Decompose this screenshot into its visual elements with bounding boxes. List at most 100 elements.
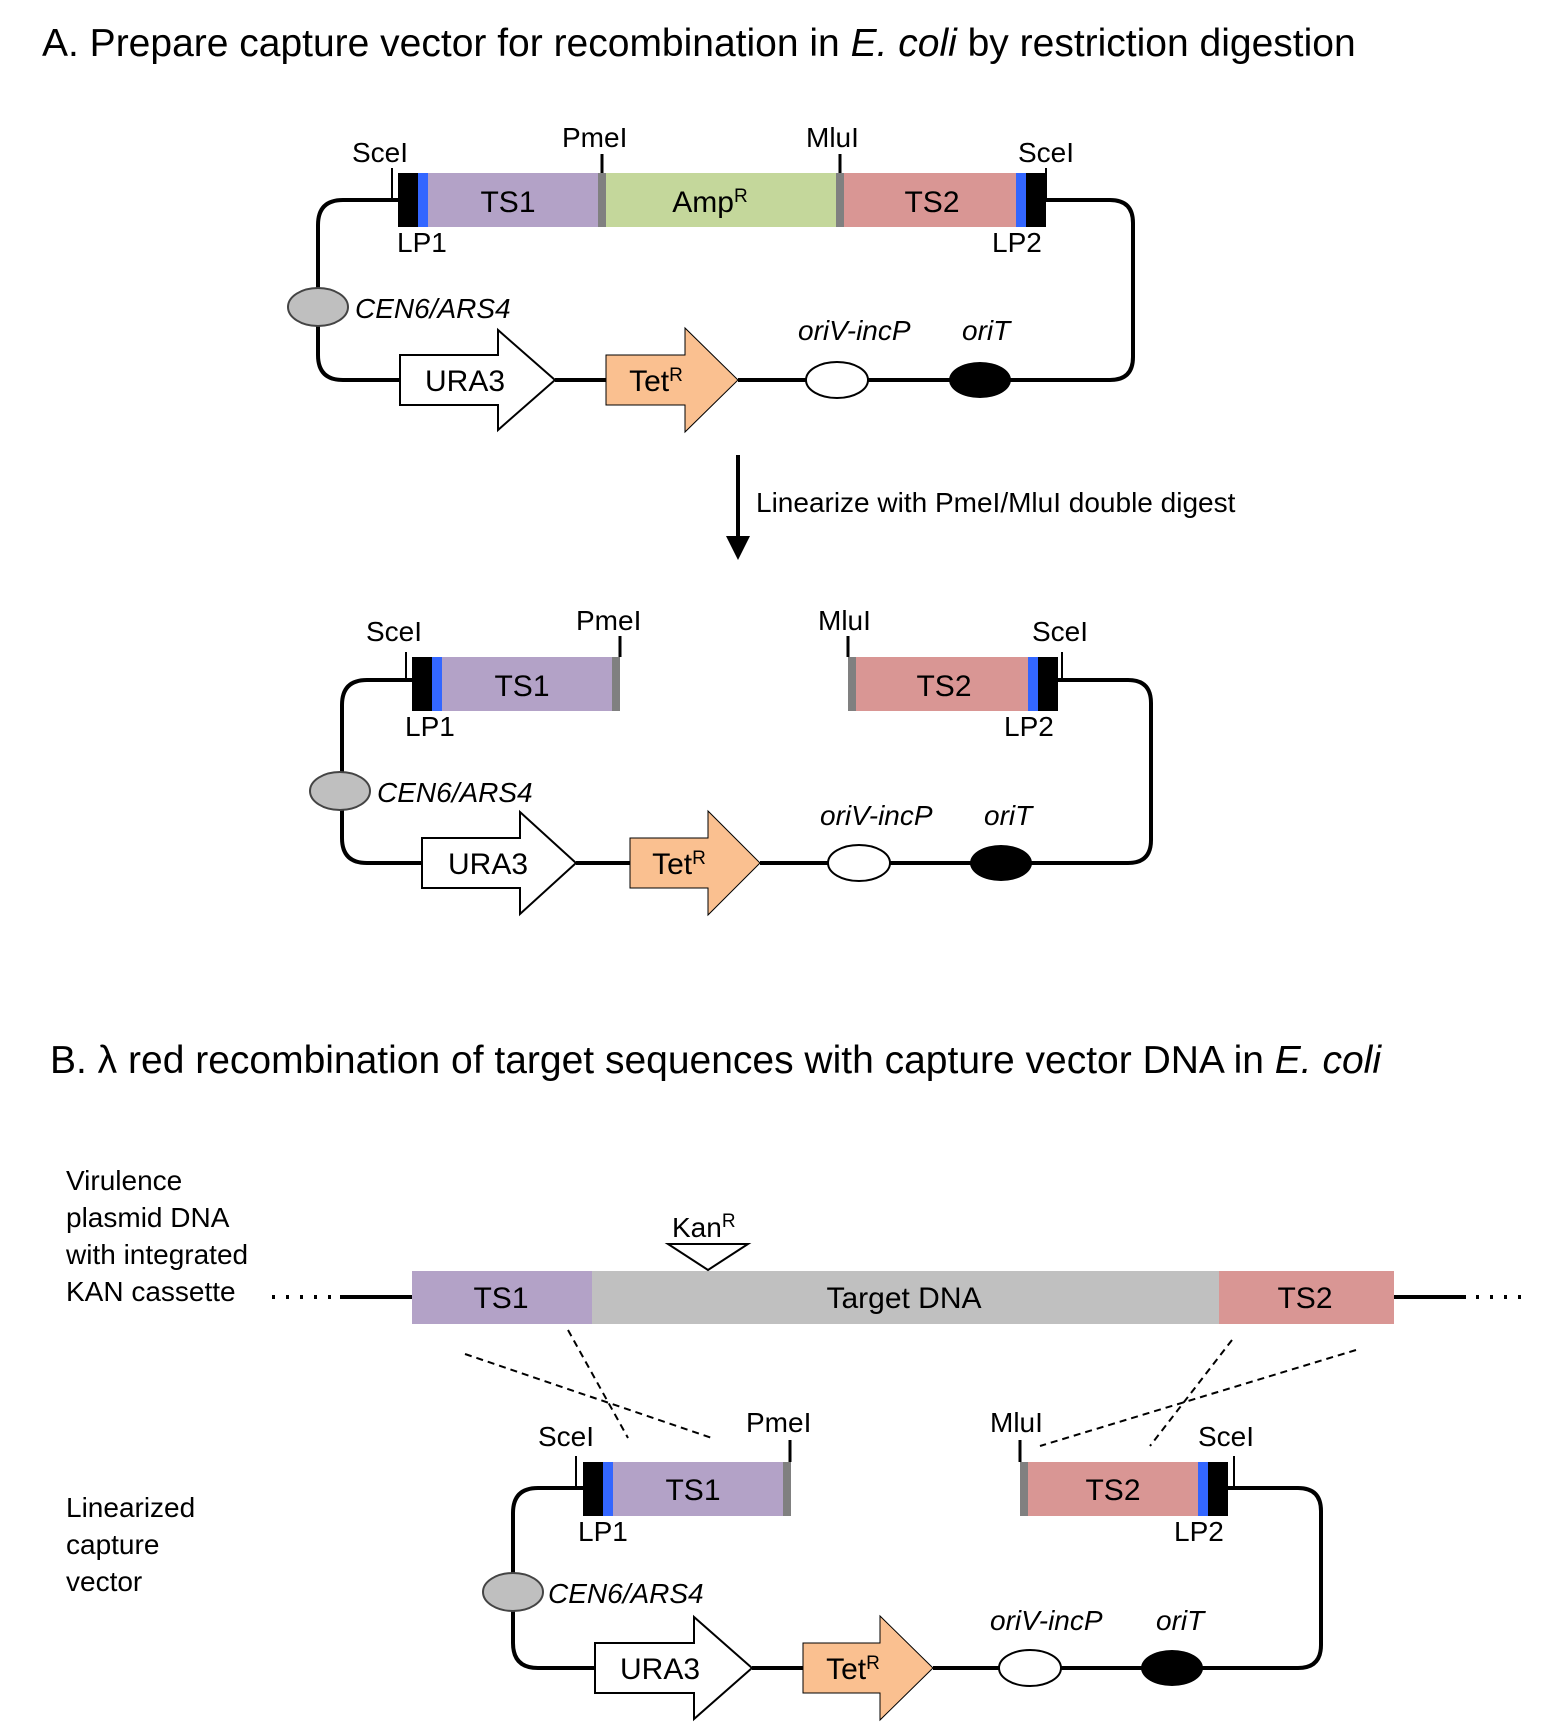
mlui-label: MluI bbox=[990, 1407, 1043, 1438]
target-dna-segment bbox=[592, 1271, 1219, 1324]
lp1-black-block bbox=[412, 657, 432, 711]
tetr-arrow bbox=[605, 326, 739, 434]
scei-right-label: SceI bbox=[1018, 137, 1074, 168]
lp2-blue-block bbox=[1016, 173, 1026, 227]
lp1-label: LP1 bbox=[405, 711, 455, 742]
lp2-black-block bbox=[1208, 1462, 1228, 1516]
ts1-label: TS1 bbox=[665, 1474, 720, 1507]
pmei-end-mark bbox=[783, 1462, 791, 1516]
ts2-segment bbox=[1028, 1462, 1198, 1516]
cen6-ars4-marker bbox=[287, 287, 349, 327]
digest-step: Linearize with PmeI/MluI double digest bbox=[726, 455, 1236, 560]
pmei-cut-mark bbox=[598, 173, 606, 227]
crossover-line-ts2-b bbox=[1149, 1339, 1233, 1447]
ts1-segment bbox=[613, 1462, 783, 1516]
cen6-ars4-marker bbox=[309, 771, 371, 811]
mlui-end-mark bbox=[1020, 1462, 1028, 1516]
ts2-label: TS2 bbox=[1277, 1282, 1332, 1315]
lp2-label: LP2 bbox=[1174, 1516, 1224, 1547]
scei-left-label: SceI bbox=[538, 1421, 594, 1452]
tetr-label: TetR bbox=[629, 365, 683, 398]
mlui-label: MluI bbox=[818, 605, 871, 636]
cen6-ars4-marker bbox=[482, 1572, 544, 1612]
orit-label: oriT bbox=[984, 800, 1034, 831]
lp2-label: LP2 bbox=[992, 227, 1042, 258]
lp2-blue-block bbox=[1028, 657, 1038, 711]
scei-left-label: SceI bbox=[352, 137, 408, 168]
linearized-vector-a: SceI PmeI MluI SceI TS1 TS2 LP1 LP2 CEN6… bbox=[309, 605, 1153, 917]
mlui-end-mark bbox=[848, 657, 856, 711]
ura3-label: URA3 bbox=[448, 848, 528, 881]
intact-capture-vector: SceI PmeI MluI SceI TS1 AmpR TS2 LP1 LP2… bbox=[287, 122, 1135, 434]
target-dna-label: Target DNA bbox=[826, 1282, 981, 1315]
ura3-arrow bbox=[421, 809, 578, 917]
cen6-ars4-label: CEN6/ARS4 bbox=[355, 293, 511, 324]
virulence-label: Virulence plasmid DNA with integrated KA… bbox=[65, 1165, 256, 1307]
lp1-blue-block bbox=[418, 173, 428, 227]
lp1-label: LP1 bbox=[578, 1516, 628, 1547]
lp2-label: LP2 bbox=[1004, 711, 1054, 742]
lp1-blue-block bbox=[603, 1462, 613, 1516]
orit-marker bbox=[1141, 1650, 1203, 1686]
tetr-label: TetR bbox=[652, 848, 706, 881]
scei-right-label: SceI bbox=[1032, 616, 1088, 647]
ura3-arrow bbox=[399, 327, 557, 433]
lp1-blue-block bbox=[432, 657, 442, 711]
oriv-incp-label: oriV-incP bbox=[798, 315, 911, 346]
mlui-label: MluI bbox=[806, 122, 859, 153]
kan-cassette-label: KanR bbox=[672, 1211, 736, 1243]
lp1-black-block bbox=[583, 1462, 603, 1516]
oriv-incp-marker bbox=[827, 844, 891, 882]
lp1-label: LP1 bbox=[397, 227, 447, 258]
ura3-arrow bbox=[594, 1614, 754, 1722]
lp1-black-block bbox=[398, 173, 418, 227]
ts1-label: TS1 bbox=[473, 1282, 528, 1315]
recombination-crossover bbox=[464, 1329, 1357, 1447]
oriv-incp-label: oriV-incP bbox=[990, 1605, 1103, 1636]
orit-marker bbox=[949, 362, 1011, 398]
pmei-label: PmeI bbox=[746, 1407, 811, 1438]
oriv-incp-label: oriV-incP bbox=[820, 800, 933, 831]
ts1-segment bbox=[442, 657, 612, 711]
virulence-plasmid: Virulence plasmid DNA with integrated KA… bbox=[65, 1165, 1530, 1324]
cen6-ars4-label: CEN6/ARS4 bbox=[548, 1578, 704, 1609]
scei-left-label: SceI bbox=[366, 616, 422, 647]
digest-step-label: Linearize with PmeI/MluI double digest bbox=[756, 487, 1236, 518]
ts1-segment bbox=[428, 173, 598, 227]
pmei-label: PmeI bbox=[562, 122, 627, 153]
orit-marker bbox=[970, 845, 1032, 881]
pmei-end-mark bbox=[612, 657, 620, 711]
oriv-incp-marker bbox=[805, 361, 869, 399]
ts1-label: TS1 bbox=[494, 670, 549, 703]
tetr-arrow bbox=[629, 809, 761, 917]
panel-b-title: B. λ red recombination of target sequenc… bbox=[50, 1039, 1382, 1082]
ts1-label: TS1 bbox=[480, 186, 535, 219]
pmei-label: PmeI bbox=[576, 605, 641, 636]
linearized-vector-label: Linearized capture vector bbox=[66, 1492, 203, 1597]
cen6-ars4-label: CEN6/ARS4 bbox=[377, 777, 533, 808]
ampr-label: AmpR bbox=[672, 186, 747, 219]
ts2-label: TS2 bbox=[904, 186, 959, 219]
ts2-segment bbox=[844, 173, 1016, 227]
linearized-vector-b: Linearized capture vector SceI PmeI MluI… bbox=[66, 1407, 1323, 1722]
mlui-cut-mark bbox=[836, 173, 844, 227]
down-arrow-head bbox=[726, 536, 750, 560]
lp2-black-block bbox=[1026, 173, 1046, 227]
ura3-label: URA3 bbox=[425, 365, 505, 398]
kan-cassette-triangle bbox=[664, 1243, 752, 1272]
lp2-black-block bbox=[1038, 657, 1058, 711]
ampr-segment bbox=[606, 173, 836, 227]
orit-label: oriT bbox=[1156, 1605, 1206, 1636]
oriv-incp-marker bbox=[998, 1649, 1062, 1687]
tetr-label: TetR bbox=[826, 1653, 880, 1686]
panel-a-title: A. Prepare capture vector for recombinat… bbox=[42, 22, 1356, 65]
ts2-label: TS2 bbox=[1085, 1474, 1140, 1507]
orit-label: oriT bbox=[962, 315, 1012, 346]
scei-right-label: SceI bbox=[1198, 1421, 1254, 1452]
tetr-arrow bbox=[802, 1614, 934, 1722]
lp2-blue-block bbox=[1198, 1462, 1208, 1516]
crossover-line-ts1-b bbox=[567, 1329, 629, 1439]
ts2-label: TS2 bbox=[916, 670, 971, 703]
ts2-segment bbox=[856, 657, 1028, 711]
